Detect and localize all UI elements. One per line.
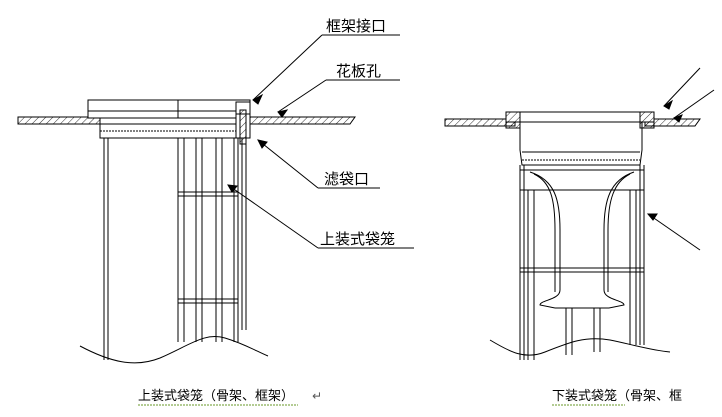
break-line-right [489,338,671,356]
caption-bottom-loading: 下装式袋笼（骨架、框 [552,388,682,404]
top-loading-cage-drawing [17,34,414,364]
bottom-loading-cage-drawing [444,67,715,360]
bag-left-profile [529,171,561,309]
tube-sheet-left-2 [444,118,516,127]
label-bag-mouth: 滤袋口 [324,170,369,188]
label-frame-interface: 框架接口 [326,17,386,35]
cage-top-flange [87,99,251,119]
cage-collar [99,117,251,139]
flange [505,111,655,123]
tube-sheet-right [249,116,356,125]
paragraph-mark: ↵ [312,389,322,403]
label-tube-sheet-hole: 花板孔 [336,62,381,80]
break-line-left [79,336,269,364]
label-top-loading-cage: 上装式袋笼 [320,230,395,248]
bag-right-profile [603,171,635,309]
caption-top-loading: 上装式袋笼（骨架、框架） [138,388,294,404]
